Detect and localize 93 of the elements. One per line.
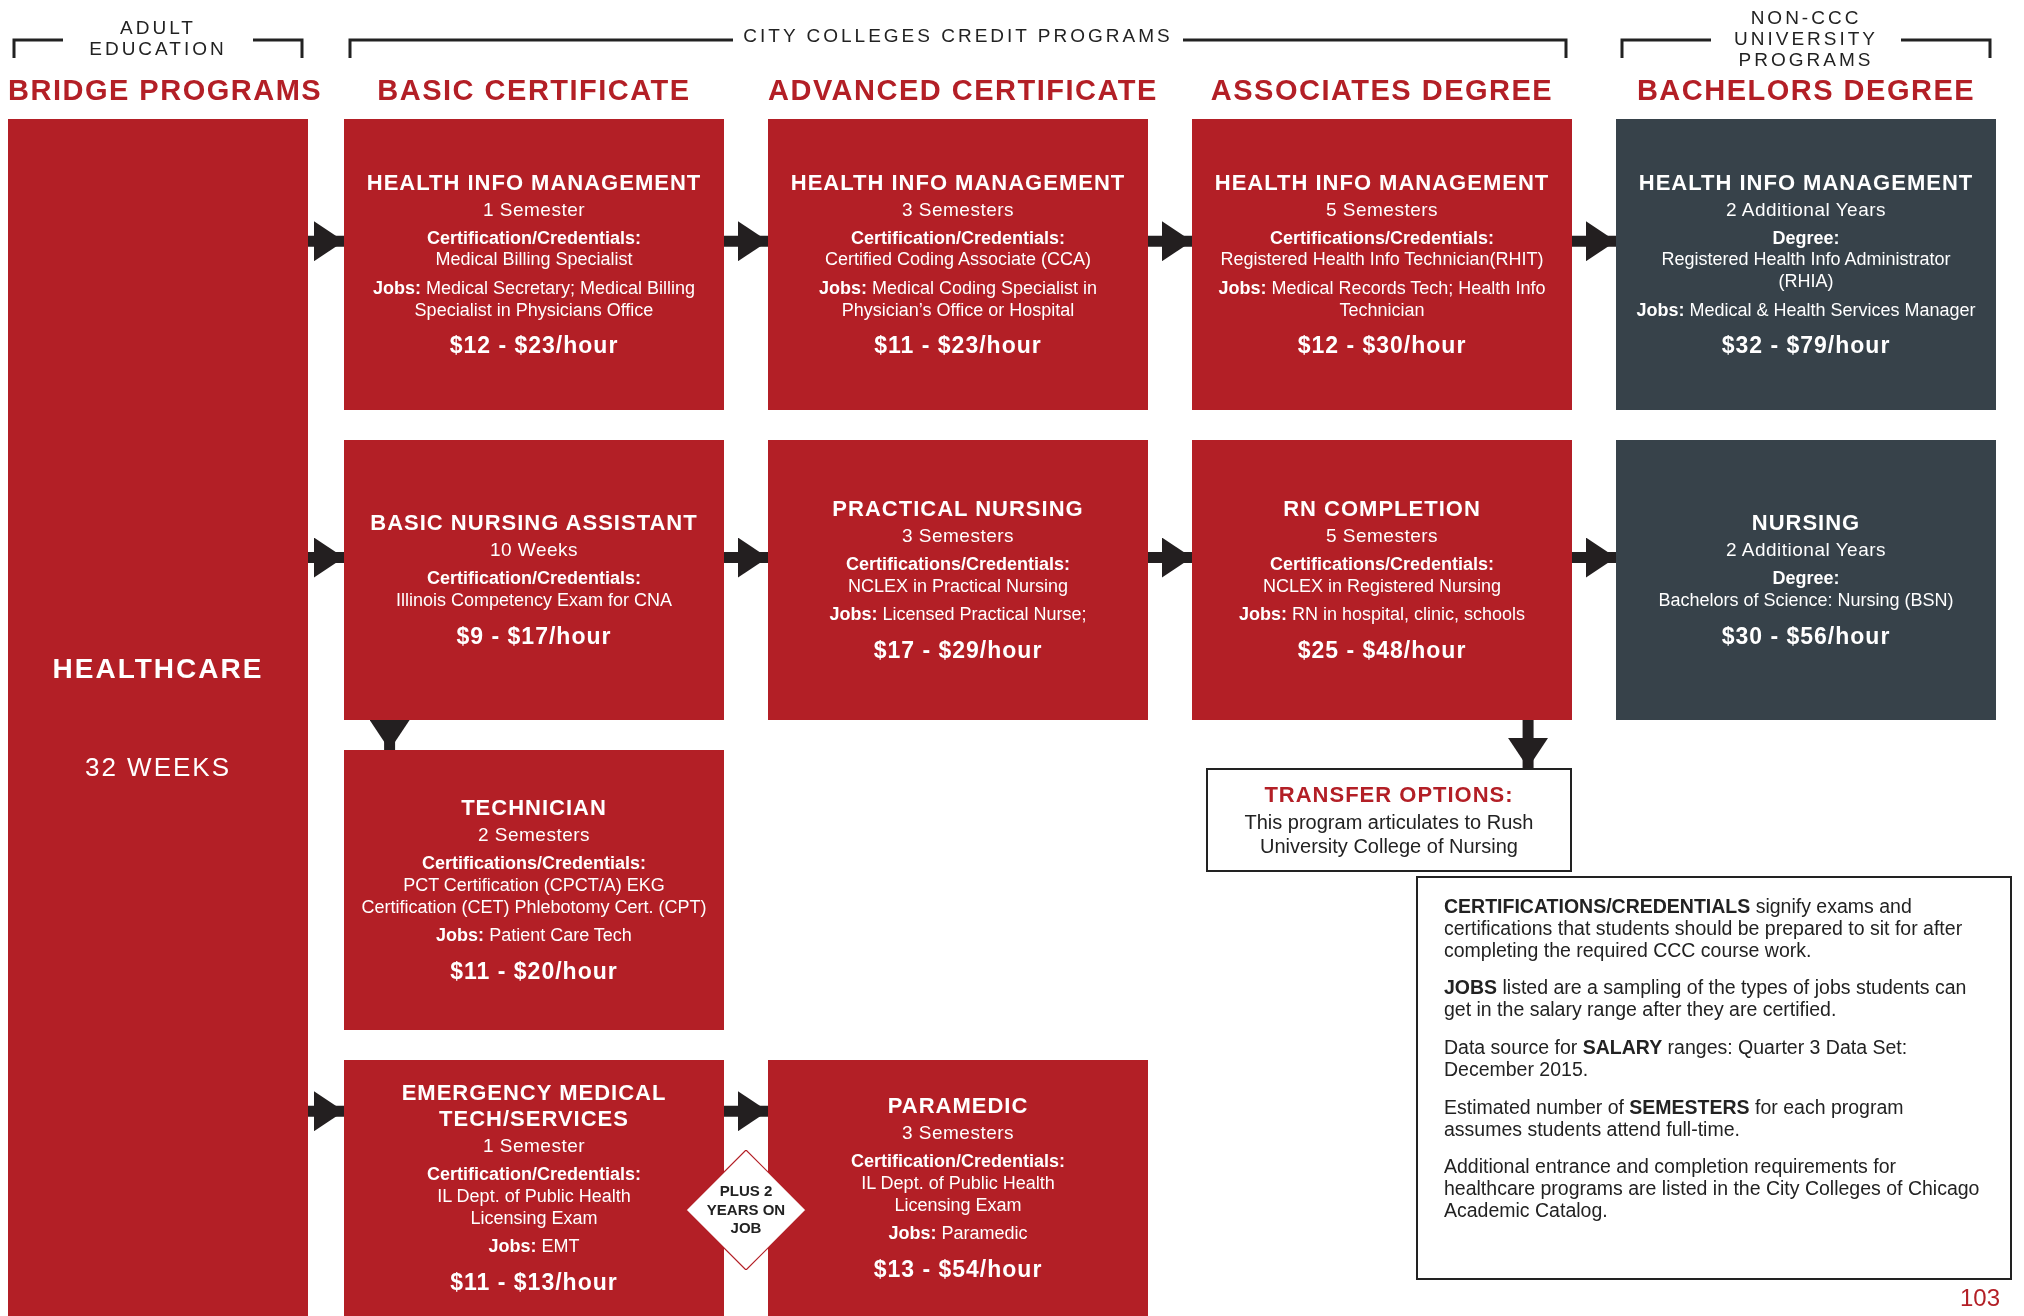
arrow bbox=[724, 1091, 768, 1132]
page-number: 103 bbox=[1959, 1284, 2000, 1312]
duration-text: 5 Semesters bbox=[1325, 525, 1439, 548]
salary-text: $11 - $20/hour bbox=[450, 957, 618, 985]
callout-text: This program articulates to Rush University College of Nursing bbox=[1243, 810, 1535, 858]
program-box bbox=[1192, 440, 1572, 720]
note-paragraph: Data source for SALARY ranges: Quarter 3 Data Set: December 2015. bbox=[1444, 1037, 1909, 1081]
arrow bbox=[1148, 537, 1192, 578]
credential-text: Certification/Credentials: Certified Coding Associate (CCA) bbox=[824, 227, 1092, 271]
salary-text: $11 - $23/hour bbox=[874, 332, 1042, 360]
jobs-text: Jobs: Medical & Health Services Manager bbox=[1636, 299, 1976, 322]
arrow bbox=[308, 537, 344, 578]
duration-text: 2 Additional Years bbox=[1725, 198, 1887, 221]
column-heading: ADVANCED CERTIFICATE bbox=[768, 74, 1158, 107]
credential-text: Degree: Registered Health Info Administrator (RHIA) bbox=[1660, 227, 1952, 293]
program-box bbox=[768, 440, 1148, 720]
jobs-text: Jobs: Paramedic bbox=[888, 1223, 1028, 1245]
credential-text: Certifications/Credentials: NCLEX in Practical Nursing bbox=[845, 554, 1071, 598]
credential-text: Degree: Bachelors of Science: Nursing (BSN) bbox=[1658, 568, 1954, 612]
program-box bbox=[768, 119, 1148, 410]
callout-title: TRANSFER OPTIONS: bbox=[1264, 782, 1514, 808]
arrow bbox=[308, 221, 344, 262]
arrow bbox=[1508, 720, 1549, 768]
program-title: HEALTH INFO MANAGEMENT bbox=[790, 169, 1126, 196]
duration-text: 3 Semesters bbox=[901, 1122, 1015, 1145]
salary-text: $9 - $17/hour bbox=[456, 622, 612, 650]
note-paragraph: Estimated number of SEMESTERS for each program assumes students attend full-time. bbox=[1444, 1096, 1905, 1141]
arrow bbox=[1572, 221, 1616, 262]
duration-text: 10 Weeks bbox=[489, 539, 579, 562]
column-heading: BRIDGE PROGRAMS bbox=[8, 74, 323, 107]
duration-text: 1 Semester bbox=[482, 1135, 586, 1158]
credential-text: Certification/Credentials: Illinois Competency Exam for CNA bbox=[395, 568, 673, 612]
arrow bbox=[1572, 537, 1616, 578]
duration-text: 32 WEEKS bbox=[84, 751, 232, 783]
program-box bbox=[1616, 440, 1996, 720]
salary-text: $32 - $79/hour bbox=[1721, 332, 1891, 360]
program-title: HEALTH INFO MANAGEMENT bbox=[366, 169, 702, 196]
duration-text: 1 Semester bbox=[482, 198, 586, 221]
credential-text: Certification/Credentials: Medical Billing Specialist bbox=[426, 227, 641, 271]
jobs-text: Jobs: Licensed Practical Nurse; bbox=[829, 604, 1087, 626]
jobs-text: Jobs: Patient Care Tech bbox=[436, 925, 632, 947]
credential-text: Certifications/Credentials: NCLEX in Registered Nursing bbox=[1262, 554, 1502, 598]
program-title: HEALTH INFO MANAGEMENT bbox=[1214, 169, 1550, 196]
salary-text: $30 - $56/hour bbox=[1721, 622, 1891, 650]
category-title: HEALTHCARE bbox=[52, 652, 264, 685]
column-heading: BASIC CERTIFICATE bbox=[377, 74, 691, 107]
program-box bbox=[1192, 119, 1572, 410]
program-box bbox=[344, 119, 724, 410]
arrow bbox=[724, 221, 768, 262]
credential-text: Certifications/Credentials: Registered Health Info Technician(RHIT) bbox=[1220, 227, 1544, 271]
program-box bbox=[1616, 119, 1996, 410]
jobs-text: Jobs: RN in hospital, clinic, schools bbox=[1238, 604, 1526, 626]
program-title: BASIC NURSING ASSISTANT bbox=[370, 510, 698, 537]
note-paragraph: JOBS listed are a sampling of the types of jobs students can get in the salary range after they are certified. bbox=[1444, 977, 1968, 1022]
program-title: EMERGENCY MEDICAL TECH/SERVICES bbox=[400, 1080, 668, 1133]
jobs-text: Jobs: Medical Coding Specialist in Physician’s Office or Hospital bbox=[817, 278, 1099, 322]
program-title: HEALTH INFO MANAGEMENT bbox=[1638, 169, 1974, 196]
duration-text: 2 Additional Years bbox=[1725, 539, 1887, 562]
note-paragraph: Additional entrance and completion requirements for healthcare programs are listed in the City Colleges of Chicago Academic Catalog. bbox=[1444, 1156, 1981, 1222]
note-paragraph: CERTIFICATIONS/CREDENTIALS signify exams and certifications that students should be prepared to sit for after completing the required CCC course work. bbox=[1444, 896, 1964, 962]
notes-box bbox=[1416, 876, 2012, 1280]
credential-text: Certification/Credentials: IL Dept. of Public Health Licensing Exam bbox=[849, 1151, 1066, 1217]
jobs-text: Jobs: EMT bbox=[488, 1236, 580, 1258]
column-heading: ASSOCIATES DEGREE bbox=[1210, 74, 1554, 107]
callout-box bbox=[1206, 768, 1572, 872]
program-title: NURSING bbox=[1751, 510, 1861, 537]
salary-text: $13 - $54/hour bbox=[873, 1255, 1043, 1283]
salary-text: $17 - $29/hour bbox=[873, 636, 1043, 664]
duration-text: 2 Semesters bbox=[477, 824, 591, 847]
program-title: TECHNICIAN bbox=[461, 795, 607, 822]
jobs-text: Jobs: Medical Records Tech; Health Info Technician bbox=[1217, 278, 1547, 322]
program-title: PRACTICAL NURSING bbox=[832, 496, 1084, 523]
column-heading: BACHELORS DEGREE bbox=[1636, 74, 1976, 107]
jobs-text: Jobs: Medical Secretary; Medical Billing Specialist in Physicians Office bbox=[371, 278, 697, 322]
program-title: RN COMPLETION bbox=[1283, 496, 1481, 523]
program-box bbox=[344, 440, 724, 720]
category-column bbox=[8, 119, 308, 1316]
arrow bbox=[1148, 221, 1192, 262]
salary-text: $12 - $23/hour bbox=[449, 332, 619, 360]
salary-text: $12 - $30/hour bbox=[1297, 332, 1467, 360]
salary-text: $25 - $48/hour bbox=[1297, 636, 1467, 664]
credential-text: Certification/Credentials: IL Dept. of Public Health Licensing Exam bbox=[425, 1164, 642, 1230]
duration-text: 3 Semesters bbox=[901, 525, 1015, 548]
duration-text: 5 Semesters bbox=[1325, 198, 1439, 221]
arrow bbox=[724, 537, 768, 578]
diamond-text: PLUS 2 YEARS ON JOB bbox=[706, 1181, 786, 1239]
arrow bbox=[369, 720, 410, 750]
program-title: PARAMEDIC bbox=[887, 1093, 1029, 1120]
salary-text: $11 - $13/hour bbox=[450, 1268, 618, 1296]
credential-text: Certifications/Credentials: PCT Certification (CPCT/A) EKG Certification (CET) Phlebotomy Cert. (CPT) bbox=[360, 853, 708, 919]
arrow bbox=[308, 1091, 344, 1132]
duration-text: 3 Semesters bbox=[901, 198, 1015, 221]
program-box bbox=[344, 750, 724, 1030]
